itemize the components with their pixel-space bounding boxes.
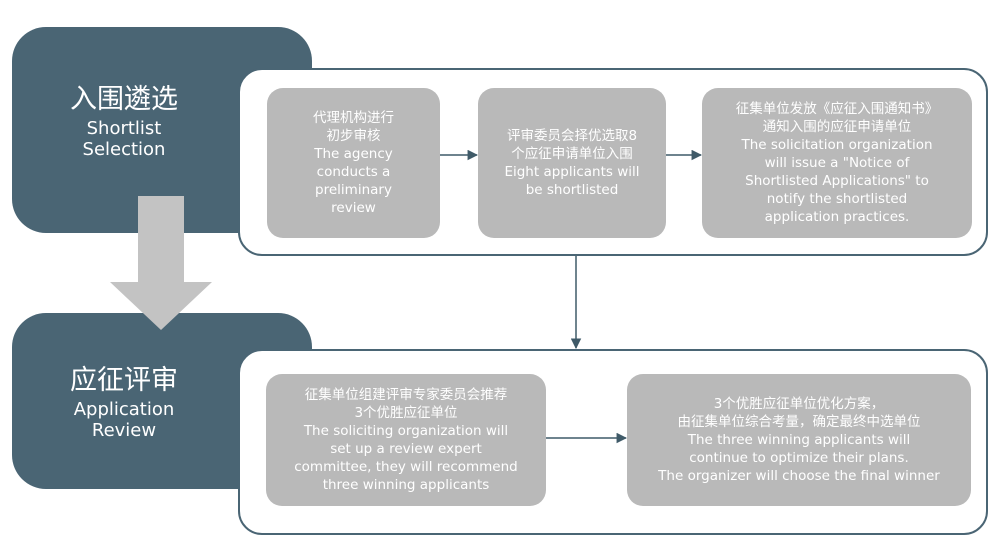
- step-text-line: The organizer will choose the final winn…: [658, 468, 940, 484]
- step-text-line: Shortlisted Applications" to: [745, 173, 929, 189]
- step-shortlist-eight: 评审委员会择优选取8 个应征申请单位入围 Eight applicants wi…: [478, 88, 666, 238]
- stage-title-en: Application: [73, 399, 175, 421]
- step-text-line: 3个优胜应征单位: [354, 405, 458, 421]
- step-text-line: continue to optimize their plans.: [689, 450, 909, 466]
- step-text-line: review: [331, 200, 376, 216]
- step-text-line: 个应征申请单位入围: [511, 146, 633, 162]
- step-text-line: 征集单位发放《应征入围通知书》: [735, 101, 939, 117]
- step-text-line: 初步审核: [326, 128, 381, 144]
- step-text-line: 通知入围的应征申请单位: [762, 119, 912, 135]
- step-notice: 征集单位发放《应征入围通知书》 通知入围的应征申请单位 The solicita…: [702, 88, 972, 238]
- step-final-winner: 3个优胜应征单位优化方案， 由征集单位综合考量，确定最终中选单位 The thr…: [627, 374, 971, 506]
- step-preliminary-review: 代理机构进行 初步审核 The agency conducts a prelim…: [267, 88, 440, 238]
- step-text-line: be shortlisted: [525, 182, 619, 198]
- stage-title-en: Review: [91, 419, 157, 441]
- step-text-line: 由征集单位综合考量，确定最终中选单位: [677, 414, 921, 430]
- step-text-line: set up a review expert: [330, 441, 482, 457]
- stage-label-shortlist: 入围遴选 Shortlist Selection: [40, 84, 208, 160]
- step-text-line: 征集单位组建评审专家委员会推荐: [304, 387, 508, 403]
- stage-title-cn: 应征评审: [70, 365, 178, 396]
- step-text-line: The soliciting organization will: [303, 423, 509, 439]
- step-text-line: preliminary: [315, 182, 392, 198]
- step-text-line: Eight applicants will: [504, 164, 640, 180]
- step-text-line: 代理机构进行: [313, 110, 394, 126]
- step-text-line: committee, they will recommend: [294, 459, 518, 475]
- step-text-line: three winning applicants: [322, 477, 490, 493]
- step-text-line: conducts a: [316, 164, 391, 180]
- step-text-line: notify the shortlisted: [766, 191, 908, 207]
- step-text-line: 评审委员会择优选取8: [506, 128, 638, 144]
- step-text-line: The solicitation organization: [741, 137, 933, 153]
- step-text-line: application practices.: [764, 209, 910, 225]
- step-text-line: The agency: [314, 146, 393, 162]
- big-arrow-shape: [110, 196, 212, 330]
- step-text-line: The three winning applicants will: [687, 432, 911, 448]
- step-text-line: 3个优胜应征单位优化方案，: [713, 396, 885, 412]
- stage-label-review: 应征评审 Application Review: [40, 365, 208, 441]
- stage-title-en: Selection: [82, 138, 166, 160]
- step-text-line: will issue a "Notice of: [764, 155, 910, 171]
- stage-title-cn: 入围遴选: [70, 84, 178, 115]
- step-expert-committee: 征集单位组建评审专家委员会推荐 3个优胜应征单位 The soliciting …: [266, 374, 546, 506]
- stage-title-en: Shortlist: [86, 118, 162, 140]
